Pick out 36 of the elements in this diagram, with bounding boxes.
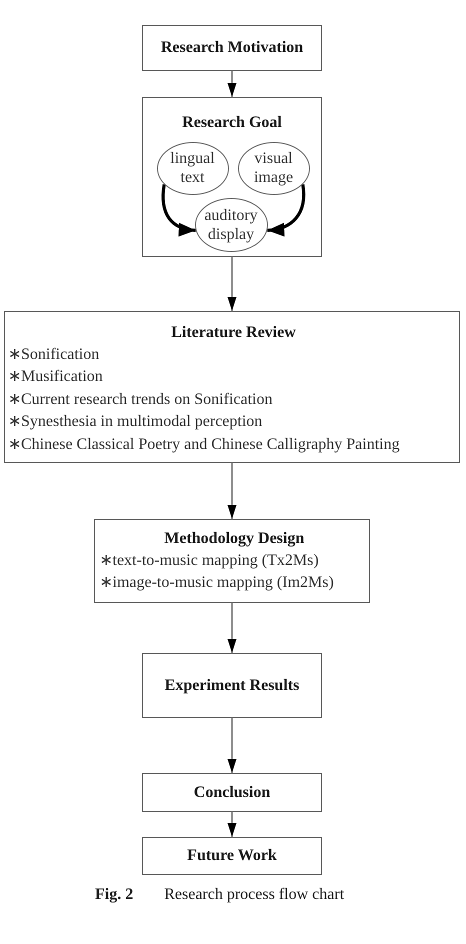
ellipse-node	[156, 142, 228, 194]
arrow	[228, 257, 236, 311]
list-item: ∗Current research trends on Sonification	[8, 390, 272, 410]
ellipse-node	[194, 198, 268, 252]
box-title: Research Goal	[182, 113, 282, 133]
box-title: Literature Review	[171, 322, 296, 342]
box-title: Conclusion	[194, 782, 270, 802]
arrow	[228, 71, 236, 97]
list-item: ∗image-to-music mapping (Im2Ms)	[100, 573, 334, 593]
process-box	[4, 311, 460, 463]
process-box	[142, 653, 322, 718]
node-label: auditory display	[203, 206, 259, 244]
curved-arrow	[162, 184, 196, 236]
node-label: visual image	[252, 149, 294, 187]
box-title: Experiment Results	[164, 676, 300, 696]
arrow	[228, 718, 236, 773]
arrow	[228, 463, 236, 519]
arrow	[228, 603, 236, 653]
ellipse-node	[238, 142, 310, 194]
process-box	[142, 773, 322, 812]
figure-caption: Fig. 2 Research process flow chart	[95, 885, 344, 905]
node-label: lingual text	[169, 149, 216, 187]
process-box	[94, 519, 370, 603]
list-item: ∗Musification	[8, 367, 103, 387]
curved-arrow	[267, 184, 306, 236]
box-title: Future Work	[187, 846, 277, 866]
box-title: Research Motivation	[160, 38, 304, 58]
list-item: ∗Sonification	[8, 344, 100, 364]
arrow	[228, 812, 236, 837]
group-box	[142, 97, 322, 257]
process-box	[142, 837, 322, 875]
list-item: ∗Chinese Classical Poetry and Chinese Calligraphy Painting	[8, 434, 400, 454]
process-box	[142, 25, 322, 71]
list-item: ∗text-to-music mapping (Tx2Ms)	[100, 550, 319, 570]
list-item: ∗Synesthesia in multimodal perception	[8, 412, 262, 432]
box-title: Methodology Design	[164, 528, 304, 548]
